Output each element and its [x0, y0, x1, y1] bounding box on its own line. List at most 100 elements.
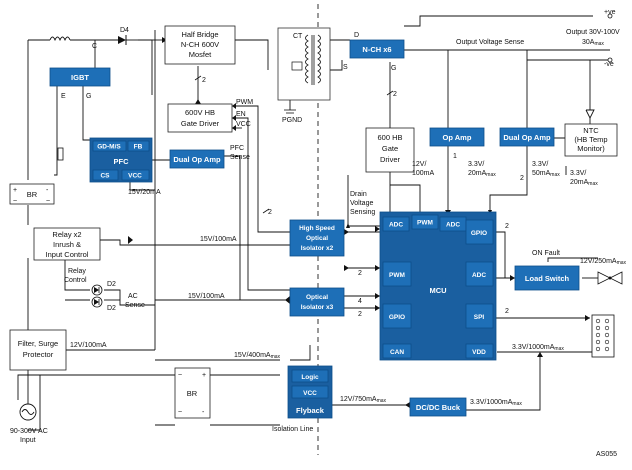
igbt-block: IGBT [49, 67, 111, 87]
bus-op-amp: 1 [453, 153, 457, 160]
hb-power-line1: 12V/ [412, 161, 426, 168]
wires [17, 15, 610, 431]
bus-spi: 2 [505, 308, 509, 315]
mcu-gpio-right: GPIO [471, 230, 487, 237]
svg-text:~: ~ [178, 409, 182, 416]
half-bridge-block: Half Bridge N-CH 600V Mosfet [164, 25, 236, 65]
ntc-block: NTC (HB Temp Monitor) [564, 123, 618, 157]
diagram-code: AS055 [596, 451, 617, 458]
diode-d4: D4 [118, 27, 138, 45]
dual-op-amp-right-label: Dual Op Amp [503, 133, 551, 142]
flyback-label: Flyback [296, 406, 325, 415]
mcu-adc-right: ADC [472, 272, 486, 279]
ac-sense-line1: AC [128, 293, 138, 300]
svg-text:+: + [202, 372, 206, 379]
svg-text:-: - [202, 409, 205, 416]
hb-power-line2: 100mA [412, 170, 435, 177]
flyback-power-label: 15V/400mAmax [234, 352, 281, 360]
filter-power-label: 12V/100mA [70, 342, 107, 349]
opamp-power-line2: 20mAmax [468, 170, 496, 178]
fb-label: FB [134, 144, 143, 151]
svg-text:~: ~ [178, 372, 182, 379]
d-label: D [354, 32, 359, 39]
ntc-power-line2: 20mAmax [570, 179, 598, 187]
mcu-adc1: ADC [389, 222, 403, 229]
pgnd-label: PGND [282, 117, 302, 124]
bus-2-mcu-gpio: 2 [358, 311, 362, 318]
mcu-can: CAN [390, 349, 404, 356]
nch-label: N-CH x6 [362, 45, 391, 54]
gate-driver-600v-block: 600V HB Gate Driver [167, 103, 233, 133]
pfc-power-label: 15V/20mA [128, 189, 161, 196]
mcu-pwm: PWM [417, 220, 433, 227]
ntc-line3: Monitor) [577, 144, 605, 153]
hs-iso-line3: Isolator x2 [301, 245, 334, 252]
op-amp-block: Op Amp [429, 127, 485, 147]
ntc-line1: NTC [583, 126, 599, 135]
mcu-pwm-left: PWM [389, 272, 405, 279]
power-15v-b: 15V/100mA [188, 293, 225, 300]
fly-out-label: 12V/750mAmax [340, 396, 387, 404]
output-voltage-sense-label: Output Voltage Sense [456, 39, 524, 46]
ct-label: CT [293, 33, 303, 40]
transformer: CT [277, 27, 331, 101]
filter-line2: Protector [23, 350, 54, 359]
logic-label: Logic [301, 374, 319, 381]
pfc-sense-line1: PFC [230, 145, 244, 152]
diode-d2-top: D2 [91, 281, 116, 296]
bus-2-mcu-pwm: 2 [358, 270, 362, 277]
relay-line1: Relay x2 [52, 230, 81, 239]
hb600-line3: Driver [380, 155, 401, 164]
relay-control-line2: Control [64, 277, 87, 284]
g2-label: G [391, 65, 396, 72]
opt-iso-line1: Optical [306, 294, 328, 301]
output-line2: 30Amax [582, 39, 604, 47]
s-label: S [343, 64, 348, 71]
mcu-block: ADC PWM ADC GPIO PWM ADC MCU GPIO SPI CA… [379, 211, 497, 361]
en-label: EN [236, 111, 246, 118]
ntc-power-line1: 3.3V/ [570, 170, 586, 177]
dual-op-amp-right-block: Dual Op Amp [499, 127, 555, 147]
g-label: G [86, 93, 91, 100]
ac-input-line2: Input [20, 437, 36, 444]
ls-power-label: 12V/250mAmax [580, 258, 627, 266]
ntc-line2: (HB Temp [574, 135, 607, 144]
dual-op-amp-left-label: Dual Op Amp [173, 155, 221, 164]
relay-line3: Input Control [46, 250, 89, 259]
c-label: C [92, 43, 97, 50]
filter-block: Filter, Surge Protector [9, 329, 67, 371]
relay-block: Relay x2 Inrush & Input Control [33, 227, 101, 261]
hs-optical-isolator-block: High Speed Optical Isolator x2 [289, 219, 345, 257]
drain-sense-line2: Voltage [350, 200, 373, 207]
ac-sense-line2: Sense [125, 302, 145, 309]
mcu-power-label: 3.3V/1000mAmax [512, 344, 564, 352]
cs-label: CS [100, 173, 110, 180]
dual-power-line1: 3.3V/ [532, 161, 548, 168]
gdms-label: GD-M/S [97, 144, 121, 151]
hs-iso-line2: Optical [306, 235, 328, 242]
dcdc-out-label: 3.3V/1000mAmax [470, 399, 522, 407]
hb600-line1: 600 HB [377, 133, 402, 142]
d2b-label: D2 [107, 305, 116, 312]
bus-hs-iso: 2 [268, 209, 272, 216]
hs-iso-line1: High Speed [299, 225, 335, 232]
load-switch-block: Load Switch [514, 265, 580, 291]
half-bridge-line2: N-CH 600V [181, 40, 219, 49]
optical-isolator-block: Optical Isolator x3 [289, 287, 345, 317]
half-bridge-line1: Half Bridge [181, 30, 218, 39]
pfc-label: PFC [114, 157, 130, 166]
load-switch-label: Load Switch [525, 274, 570, 283]
bridge-rectifier-top: BR + - ~ ~ [9, 183, 55, 205]
bridge-rectifier-bottom: BR ~ + ~ - [174, 367, 211, 419]
drain-sense-line3: Sensing [350, 209, 375, 216]
gate-driver-600v-line1: 600V HB [185, 108, 215, 117]
pfc-block: GD-M/S FB PFC CS VCC [89, 137, 153, 183]
connector-icon [591, 314, 615, 358]
opamp-power-line1: 3.3V/ [468, 161, 484, 168]
opt-iso-line2: Isolator x3 [301, 304, 334, 311]
mcu-vdd: VDD [472, 349, 486, 356]
e-label: E [61, 93, 66, 100]
mcu-label: MCU [429, 286, 446, 295]
bus-half-bridge: 2 [202, 77, 206, 84]
